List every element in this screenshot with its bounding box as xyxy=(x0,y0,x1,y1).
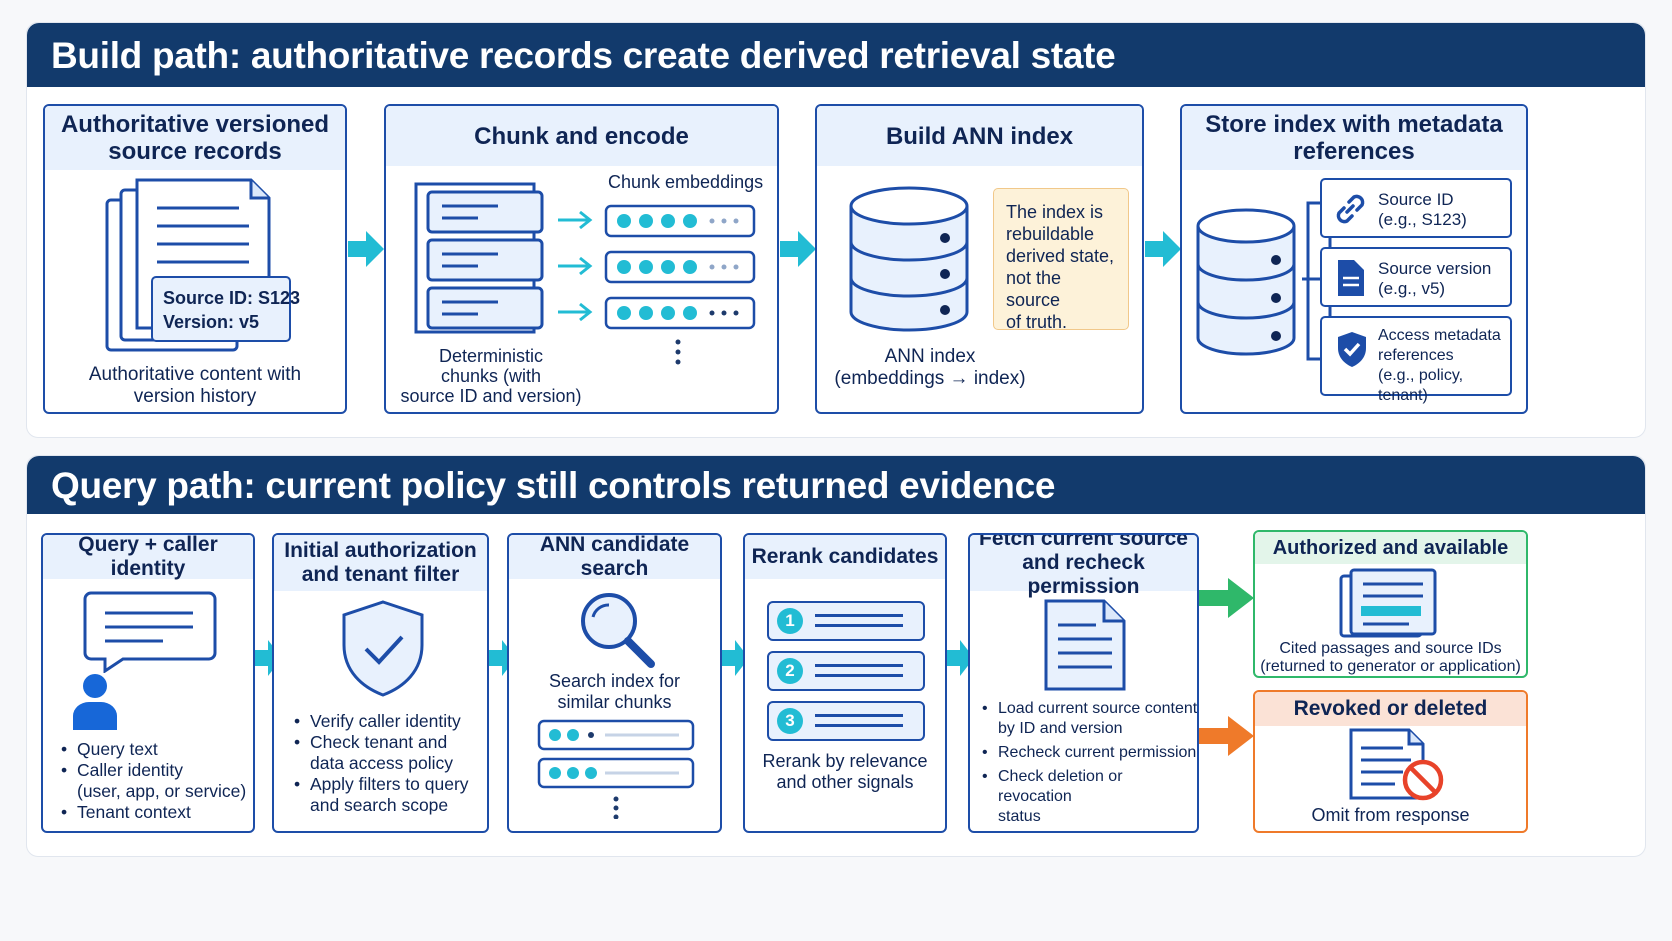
rank-number: 1 xyxy=(777,608,803,634)
version-badge: Source ID: S123 Version: v5 xyxy=(151,276,301,342)
query-path-header: Query path: current policy still control… xyxy=(27,456,1645,514)
rank-lines xyxy=(815,614,903,617)
bracket-connector xyxy=(1302,201,1322,361)
document-blocked-icon xyxy=(1349,728,1444,801)
build-path-header: Build path: authoritative records create… xyxy=(27,23,1645,87)
ref-access-metadata: Access metadata references (e.g., policy… xyxy=(1320,316,1512,404)
bullet-list: Load current source content by ID and ve… xyxy=(980,699,1197,827)
card-caption: Cited passages and source IDs (returned … xyxy=(1260,640,1521,675)
card-caption: Search index for similar chunks xyxy=(548,671,681,712)
card-title: Build ANN index xyxy=(817,106,1142,166)
bullet-item: Query text xyxy=(59,739,253,760)
rank-row: 2 xyxy=(767,651,925,691)
bullet-item: Tenant context xyxy=(59,802,253,823)
card-title: ANN candidate search xyxy=(509,535,720,580)
card-title: Initial authorization and tenant filter xyxy=(274,535,487,591)
arrow-right-orange-icon xyxy=(1199,716,1254,756)
link-icon xyxy=(1336,194,1365,224)
database-icon xyxy=(1196,206,1332,366)
document-icon xyxy=(1044,599,1126,691)
bullet-item: Check tenant and data access policy xyxy=(292,732,487,774)
shield-check-icon xyxy=(342,600,424,697)
card-title: Fetch current source and recheck permiss… xyxy=(970,535,1197,598)
shield-check-icon xyxy=(1338,332,1366,367)
rank-row: 1 xyxy=(767,601,925,641)
magnifier-icon xyxy=(581,593,655,668)
bullet-list: Verify caller identity Check tenant and … xyxy=(292,711,487,816)
user-icon xyxy=(73,674,117,730)
rank-number: 2 xyxy=(777,658,803,684)
card-build-ann-index: Build ANN index The index is rebuildable… xyxy=(815,104,1144,414)
arrow-right-icon xyxy=(1145,231,1181,267)
query-path-title: Query path: current policy still control… xyxy=(51,465,1056,506)
outcome-revoked: Revoked or deleted Omit from response xyxy=(1253,690,1528,833)
search-results-icon xyxy=(537,719,695,819)
version-text: Version: v5 xyxy=(163,312,260,332)
rank-lines xyxy=(815,714,903,717)
database-icon xyxy=(849,186,969,332)
embeddings-label: Chunk embeddings xyxy=(608,172,764,192)
card-query-identity: Query + caller identity Query text Calle… xyxy=(41,533,255,833)
bullet-item: Caller identity (user, app, or service) xyxy=(59,760,253,802)
card-title: Store index with metadata references xyxy=(1182,106,1526,170)
ref-label: Source ID (e.g., S123) xyxy=(1378,190,1467,229)
ref-label: Source version (e.g., v5) xyxy=(1378,259,1492,298)
card-initial-authorization: Initial authorization and tenant filter … xyxy=(272,533,489,833)
outcome-authorized: Authorized and available Cited passages … xyxy=(1253,530,1528,678)
build-path-title: Build path: authoritative records create… xyxy=(51,35,1116,76)
bullet-item: Check deletion or revocation status xyxy=(980,767,1197,827)
card-caption: Authoritative content with version histo… xyxy=(88,364,302,407)
card-caption: ANN index (embeddings → index) xyxy=(834,346,1026,389)
arrow-right-icon xyxy=(255,640,282,676)
card-title: Authorized and available xyxy=(1255,532,1526,564)
ref-source-version: Source version (e.g., v5) xyxy=(1320,247,1512,307)
arrow-right-icon xyxy=(348,231,384,267)
bullet-item: Verify caller identity xyxy=(292,711,487,732)
card-store-index: Store index with metadata references Sou… xyxy=(1180,104,1528,414)
bullet-item: Load current source content by ID and ve… xyxy=(980,699,1197,739)
card-title: Query + caller identity xyxy=(43,535,253,580)
rank-lines xyxy=(815,664,903,667)
source-id-text: Source ID: S123 xyxy=(163,288,301,308)
card-title: Rerank candidates xyxy=(745,535,945,579)
document-icon xyxy=(1338,260,1364,296)
bullet-item: Recheck current permission xyxy=(980,743,1197,763)
card-title: Chunk and encode xyxy=(386,106,777,166)
card-ann-search: ANN candidate search Search index for si… xyxy=(507,533,722,833)
bullet-item: Apply filters to query and search scope xyxy=(292,774,487,816)
arrow-right-icon xyxy=(489,640,516,676)
card-title: Authoritative versioned source records xyxy=(45,106,345,170)
card-authoritative-records: Authoritative versioned source records S… xyxy=(43,104,347,414)
arrow-right-icon xyxy=(722,640,749,676)
arrow-right-icon xyxy=(947,640,974,676)
rebuildable-note: The index is rebuildable derived state, … xyxy=(993,188,1129,332)
ref-label: Access metadata references (e.g., policy… xyxy=(1378,327,1501,404)
arrow-right-icon xyxy=(780,231,816,267)
ref-source-id: Source ID (e.g., S123) xyxy=(1320,178,1512,238)
arrow-right-green-icon xyxy=(1199,578,1254,618)
card-chunk-encode: Chunk and encode Chunk embeddings Determ… xyxy=(384,104,779,414)
card-caption: Deterministic chunks (with source ID and… xyxy=(400,346,582,406)
card-caption: Omit from response xyxy=(1311,805,1470,825)
chat-bubble-icon xyxy=(83,591,217,673)
card-title: Revoked or deleted xyxy=(1255,692,1526,726)
rank-number: 3 xyxy=(777,708,803,734)
card-caption: Rerank by relevance and other signals xyxy=(762,751,928,792)
bullet-list: Query text Caller identity (user, app, o… xyxy=(59,739,253,823)
rank-row: 3 xyxy=(767,701,925,741)
card-rerank: Rerank candidates 1 2 3 Rerank by releva… xyxy=(743,533,947,833)
documents-icon xyxy=(1339,568,1437,638)
card-fetch-recheck: Fetch current source and recheck permiss… xyxy=(968,533,1199,833)
chunks-to-embeddings-icon xyxy=(414,182,756,365)
